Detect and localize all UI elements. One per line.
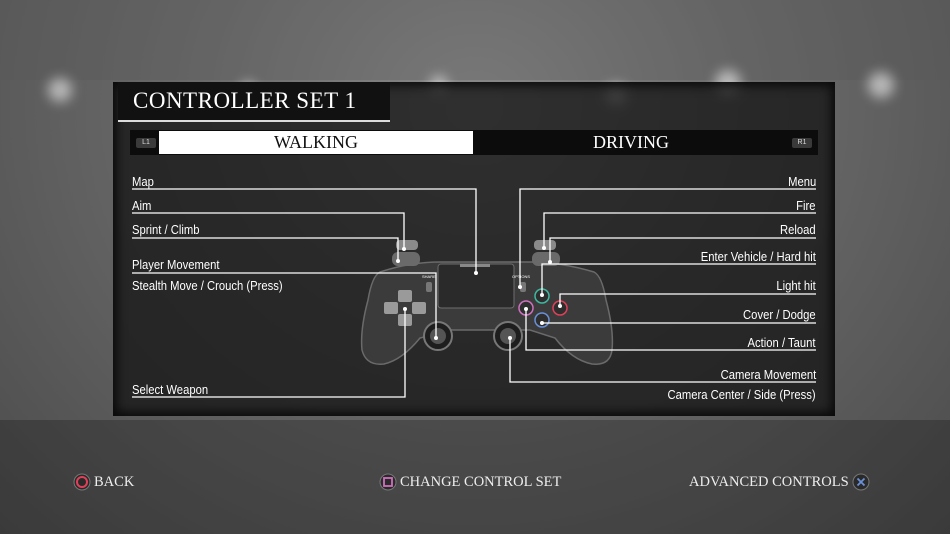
label-sprint-climb: Sprint / Climb: [132, 223, 200, 237]
cross-button-icon: [852, 473, 870, 491]
tab-driving[interactable]: DRIVING: [593, 132, 669, 152]
leader-lines: [132, 188, 816, 398]
label-camera-center: Camera Center / Side (Press): [667, 388, 816, 402]
controller-icon: [360, 240, 614, 365]
l1-button-icon: L1: [136, 138, 156, 148]
r1-button-icon: R1: [792, 138, 812, 148]
background-light: [868, 72, 894, 98]
change-control-set-label: CHANGE CONTROL SET: [400, 473, 562, 490]
background-light: [48, 78, 72, 102]
background-band-top: [0, 0, 950, 80]
advanced-controls-button[interactable]: ADVANCED CONTROLS: [689, 473, 870, 491]
circle-button-icon: [73, 473, 91, 491]
label-player-movement: Player Movement: [132, 258, 220, 272]
back-label: BACK: [94, 473, 135, 490]
label-menu: Menu: [787, 175, 816, 189]
options-label: OPTIONS: [512, 274, 530, 279]
label-enter-vehicle: Enter Vehicle / Hard hit: [700, 250, 816, 264]
label-map: Map: [132, 175, 154, 189]
label-select-weapon: Select Weapon: [132, 383, 209, 397]
advanced-controls-label: ADVANCED CONTROLS: [689, 473, 849, 490]
label-fire: Fire: [796, 199, 816, 213]
page-title: CONTROLLER SET 1: [133, 88, 357, 113]
label-aim: Aim: [132, 199, 152, 213]
label-camera-movement: Camera Movement: [720, 368, 816, 382]
label-action-taunt: Action / Taunt: [748, 336, 816, 350]
label-cover-dodge: Cover / Dodge: [743, 308, 816, 322]
change-control-set-button[interactable]: CHANGE CONTROL SET: [379, 473, 561, 491]
tab-walking[interactable]: WALKING: [159, 131, 473, 154]
label-light-hit: Light hit: [776, 279, 816, 293]
share-label: SHARE: [422, 274, 436, 279]
label-reload: Reload: [780, 223, 816, 237]
square-button-icon: [379, 473, 397, 491]
title-box: [118, 82, 390, 122]
background-band-bottom: [0, 420, 950, 534]
back-button[interactable]: BACK: [73, 473, 134, 491]
label-stealth-move: Stealth Move / Crouch (Press): [132, 279, 283, 293]
